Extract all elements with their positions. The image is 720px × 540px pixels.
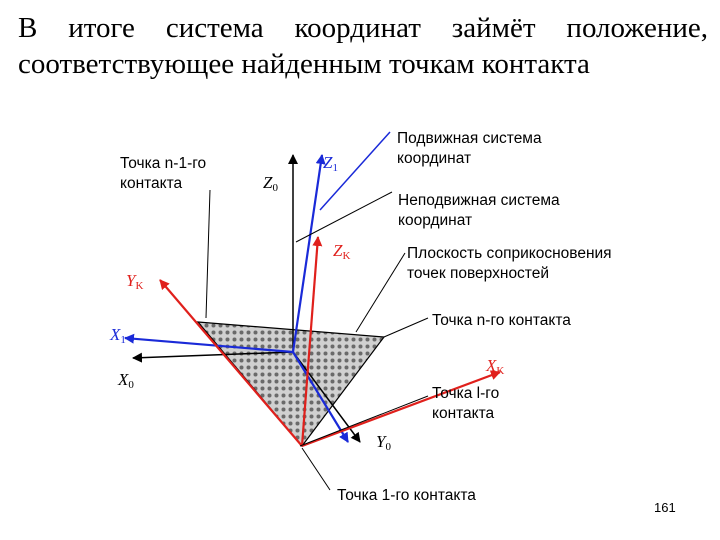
label-fixed-line1: Неподвижная система [398,192,560,209]
xk-axis [301,370,501,448]
zk-axis [300,236,323,447]
leader-plane [355,252,406,333]
z0-label: Z0 [263,173,278,194]
label-moving-line2: координат [397,150,471,167]
leader-moving-system [319,131,391,211]
leader-point-1 [301,447,331,491]
label-plane-line1: Плоскость соприкосновения [407,245,612,262]
xk-label: XK [485,356,504,377]
label-point-l-line2: контакта [432,405,495,422]
label-point-n1-line1: Точка n-1-го [120,155,206,172]
label-point-l-line1: Точка l-го [432,385,499,402]
label-fixed-line2: координат [398,212,472,229]
label-moving-line1: Подвижная система [397,130,542,147]
yk-label: YK [126,271,143,292]
leader-point-n1 [205,189,211,319]
slide-title-line2: соответствующее найденным точкам контакт… [18,48,590,80]
label-point-n1-line2: контакта [120,175,183,192]
x0-label: X0 [117,370,134,391]
slide-title-line1: В итоге система координат займёт положен… [18,12,708,44]
leader-point-l [299,395,429,447]
leader-point-n [383,317,429,338]
leader-fixed-system [295,191,393,243]
label-point-1: Точка 1-го контакта [337,487,476,504]
page-number: 161 [654,500,676,515]
contact-plane [196,321,386,447]
y1-axis [292,351,349,443]
label-plane-line2: точек поверхностей [407,265,549,282]
x1-label: X1 [109,325,126,346]
label-point-n: Точка n-го контакта [432,312,571,329]
zk-label: ZK [333,241,350,262]
x1-axis [124,333,294,354]
z1-axis [291,154,326,353]
x0-axis [132,351,294,363]
z1-label: Z1 [323,153,338,174]
yk-axis [159,279,303,447]
y0-label: Y0 [376,432,391,453]
